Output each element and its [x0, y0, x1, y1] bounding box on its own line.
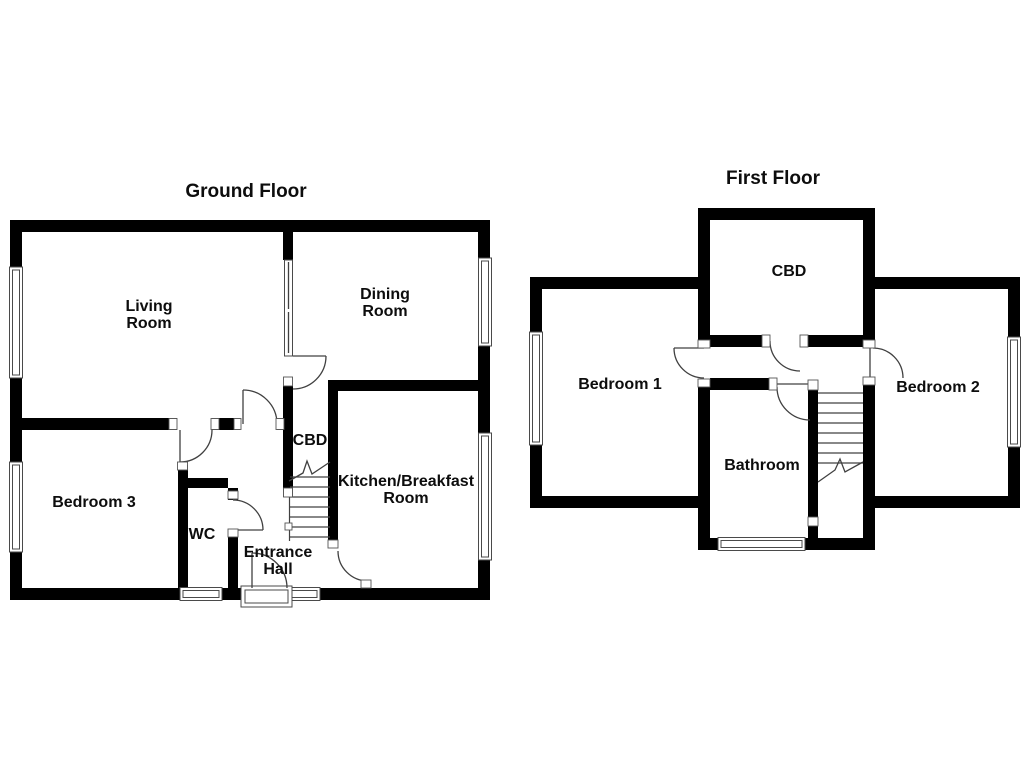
room-label-bedroom2: Bedroom 2 — [896, 379, 980, 396]
ground-floor-title: Ground Floor — [185, 181, 307, 202]
first-stairs — [817, 392, 864, 483]
door-bedroom1 — [673, 347, 705, 379]
room-label-bedroom1: Bedroom 1 — [578, 376, 662, 393]
door-living-room — [242, 389, 278, 425]
first-labels: First Floor CBD Bedroom 1 Bedroom 2 Bath… — [578, 168, 980, 474]
first-floor-plan: First Floor CBD Bedroom 1 Bedroom 2 Bath… — [529, 168, 1021, 551]
window — [284, 259, 293, 357]
ground-walls — [10, 220, 490, 600]
door-wc — [232, 499, 264, 531]
ground-stairs — [288, 459, 331, 541]
first-jambs — [697, 334, 876, 527]
room-label-kitchen-line1: Kitchen/Breakfast — [338, 473, 475, 490]
window — [478, 257, 492, 347]
window — [9, 266, 23, 379]
ground-jambs — [168, 376, 372, 589]
door-kitchen — [337, 550, 369, 582]
room-label-cbd-first: CBD — [772, 263, 807, 280]
room-label-kitchen-line2: Room — [383, 490, 428, 507]
window — [478, 432, 492, 561]
room-label-dining-line2: Room — [362, 303, 407, 320]
front-door — [240, 552, 293, 608]
ground-windows — [9, 257, 492, 601]
door-cbd-first — [769, 340, 801, 372]
room-label-entrance-line2: Hall — [263, 561, 292, 578]
room-label-bathroom: Bathroom — [724, 457, 800, 474]
ground-doors — [179, 355, 369, 608]
room-label-cbd-ground: CBD — [293, 432, 328, 449]
window — [179, 587, 223, 601]
door-bathroom — [776, 383, 811, 421]
room-label-living-line2: Room — [126, 315, 171, 332]
window — [529, 331, 543, 446]
window — [717, 537, 806, 551]
room-label-bedroom3: Bedroom 3 — [52, 494, 136, 511]
door-bedroom2 — [869, 347, 904, 379]
room-label-wc: WC — [189, 526, 216, 543]
room-label-entrance-line1: Entrance — [244, 544, 313, 561]
door-dining-room — [292, 355, 327, 390]
room-label-dining-line1: Dining — [360, 286, 410, 303]
ground-labels: Ground Floor Living Room Dining Room Bed… — [52, 181, 474, 578]
ground-floor-plan: Ground Floor Living Room Dining Room Bed… — [9, 181, 492, 608]
door-bedroom3 — [179, 429, 213, 463]
window — [287, 587, 321, 601]
room-label-living-line1: Living — [125, 298, 172, 315]
first-windows — [529, 331, 1021, 551]
window — [9, 461, 23, 553]
window — [1007, 336, 1021, 448]
first-floor-title: First Floor — [726, 168, 821, 189]
